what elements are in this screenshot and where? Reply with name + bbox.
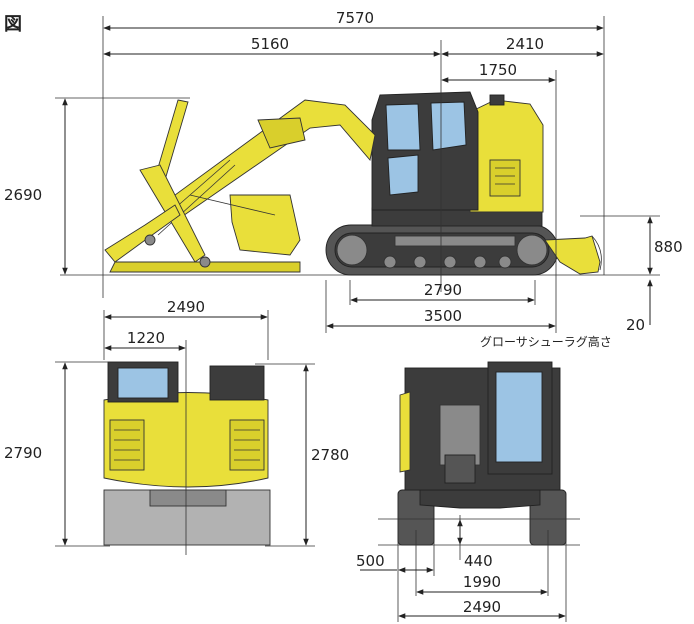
rear-view-excavator: [397, 361, 567, 546]
dim-height-boom: 2690: [4, 186, 42, 204]
dim-track-length: 3500: [424, 307, 462, 325]
front-view-excavator: [103, 361, 271, 546]
side-cab: [371, 91, 479, 211]
dim-overall-length: 7570: [336, 9, 374, 27]
grouser-label: グローサシューラグ高さ: [480, 334, 612, 349]
dim-track-gauge: 1990: [463, 573, 501, 591]
dim-rear-width: 2490: [463, 598, 501, 616]
dim-front-reach: 5160: [251, 35, 289, 53]
dim-height-left: 2790: [4, 444, 42, 462]
dim-ground-clearance: 440: [464, 552, 493, 570]
dim-height-right: 2780: [311, 446, 349, 464]
figure-label: 図: [4, 14, 22, 35]
side-arm-bucket: [104, 99, 301, 273]
dim-shoe-width: 500: [356, 552, 385, 570]
dim-rear-length: 2410: [506, 35, 544, 53]
dim-blade-height: 880: [654, 238, 683, 256]
dim-front-width: 2490: [167, 298, 205, 316]
side-view-excavator: [60, 91, 660, 276]
dim-grouser-height: 20: [626, 316, 645, 334]
side-track: [325, 224, 559, 276]
dim-tail-length: 1750: [479, 61, 517, 79]
dim-tumbler-distance: 2790: [424, 281, 462, 299]
dim-cab-offset: 1220: [127, 329, 165, 347]
side-blade: [544, 235, 602, 275]
